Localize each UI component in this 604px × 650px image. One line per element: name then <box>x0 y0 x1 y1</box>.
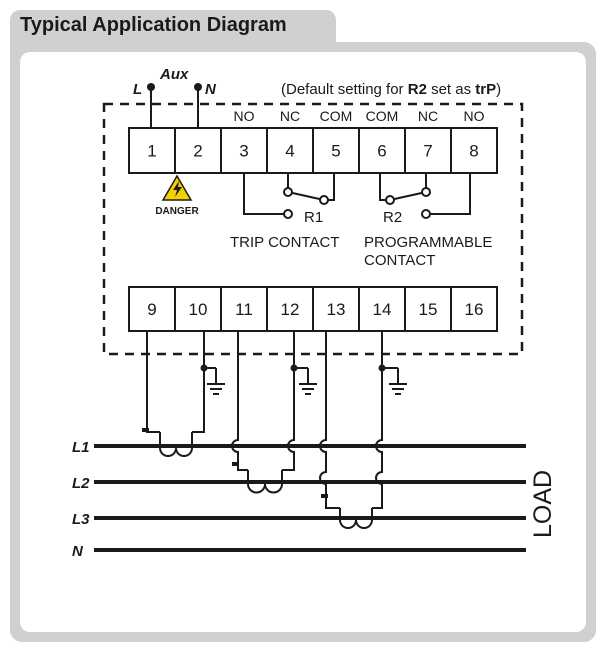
load-label: LOAD <box>529 470 557 538</box>
terminal-label: 10 <box>189 300 208 319</box>
terminal-label: 3 <box>239 142 248 161</box>
r2-caption-line1: PROGRAMMABLE <box>364 234 492 251</box>
terminal-label: 1 <box>147 142 156 161</box>
terminal-label: 8 <box>469 142 478 161</box>
junction-dot <box>290 364 298 372</box>
ground-icon <box>299 383 317 395</box>
r2-name: R2 <box>383 209 402 226</box>
ground-icon <box>389 383 407 395</box>
r2-caption-line2: CONTACT <box>364 252 435 269</box>
aux-n-label: N <box>205 81 217 98</box>
terminal-2 <box>174 127 222 174</box>
r2-com-contact <box>385 195 395 205</box>
terminal-4 <box>266 127 314 174</box>
terminal-11 <box>220 286 268 332</box>
default-setting-note: (Default setting for R2 set as trP) <box>281 81 501 98</box>
top-terminal-block: 1 2 3 4 5 6 7 8 <box>128 127 498 174</box>
terminal-label: 11 <box>235 300 253 319</box>
terminal-13 <box>312 286 360 332</box>
terminal-label: 14 <box>373 300 392 319</box>
r1-no-contact <box>283 209 293 219</box>
terminal-1 <box>128 127 176 174</box>
polarity-mark <box>142 428 149 432</box>
polarity-mark <box>232 462 239 466</box>
aux-l-label: L <box>133 81 142 98</box>
terminal-10 <box>174 286 222 332</box>
terminal-label: 6 <box>377 142 386 161</box>
r2-nc-contact <box>421 187 431 197</box>
terminal-3 <box>220 127 268 174</box>
r1-nc-contact <box>283 187 293 197</box>
r1-name: R1 <box>304 209 323 226</box>
terminal-label: 16 <box>465 300 484 319</box>
lightning-bolt-icon <box>173 181 182 197</box>
contact-type-label: COM <box>320 108 353 124</box>
terminal-label: 13 <box>327 300 346 319</box>
r1-caption: TRIP CONTACT <box>230 234 339 251</box>
terminal-label: 9 <box>147 300 156 319</box>
contact-type-label: COM <box>366 108 399 124</box>
contact-type-label: NC <box>280 108 300 124</box>
terminal-14 <box>358 286 406 332</box>
line-label-n: N <box>72 543 84 560</box>
bottom-terminal-block: 9 10 11 12 13 14 15 16 <box>128 286 498 332</box>
terminal-label: 4 <box>285 142 294 161</box>
junction-dot <box>378 364 386 372</box>
r1-com-contact <box>319 195 329 205</box>
top-contact-labels: NO NC COM COM NC NO <box>234 108 485 124</box>
line-label-l1: L1 <box>72 439 90 456</box>
junction-dot <box>200 364 208 372</box>
terminal-16 <box>450 286 498 332</box>
line-label-l3: L3 <box>72 511 90 528</box>
r2-no-contact <box>421 209 431 219</box>
terminal-label: 7 <box>423 142 432 161</box>
contact-type-label: NO <box>464 108 485 124</box>
danger-label: DANGER <box>155 206 199 217</box>
header-tab <box>10 10 336 46</box>
contact-type-label: NC <box>418 108 438 124</box>
line-label-l2: L2 <box>72 475 90 492</box>
page-title: Typical Application Diagram <box>20 14 287 36</box>
contact-type-label: NO <box>234 108 255 124</box>
meter-enclosure <box>102 102 524 356</box>
aux-label: Aux <box>159 66 189 83</box>
terminal-8 <box>450 127 498 174</box>
terminal-label: 12 <box>281 300 300 319</box>
terminal-label: 15 <box>419 300 438 319</box>
ground-icon <box>207 383 225 395</box>
terminal-label: 5 <box>331 142 340 161</box>
polarity-mark <box>321 494 328 498</box>
terminal-label: 2 <box>193 142 202 161</box>
terminal-6 <box>358 127 406 174</box>
